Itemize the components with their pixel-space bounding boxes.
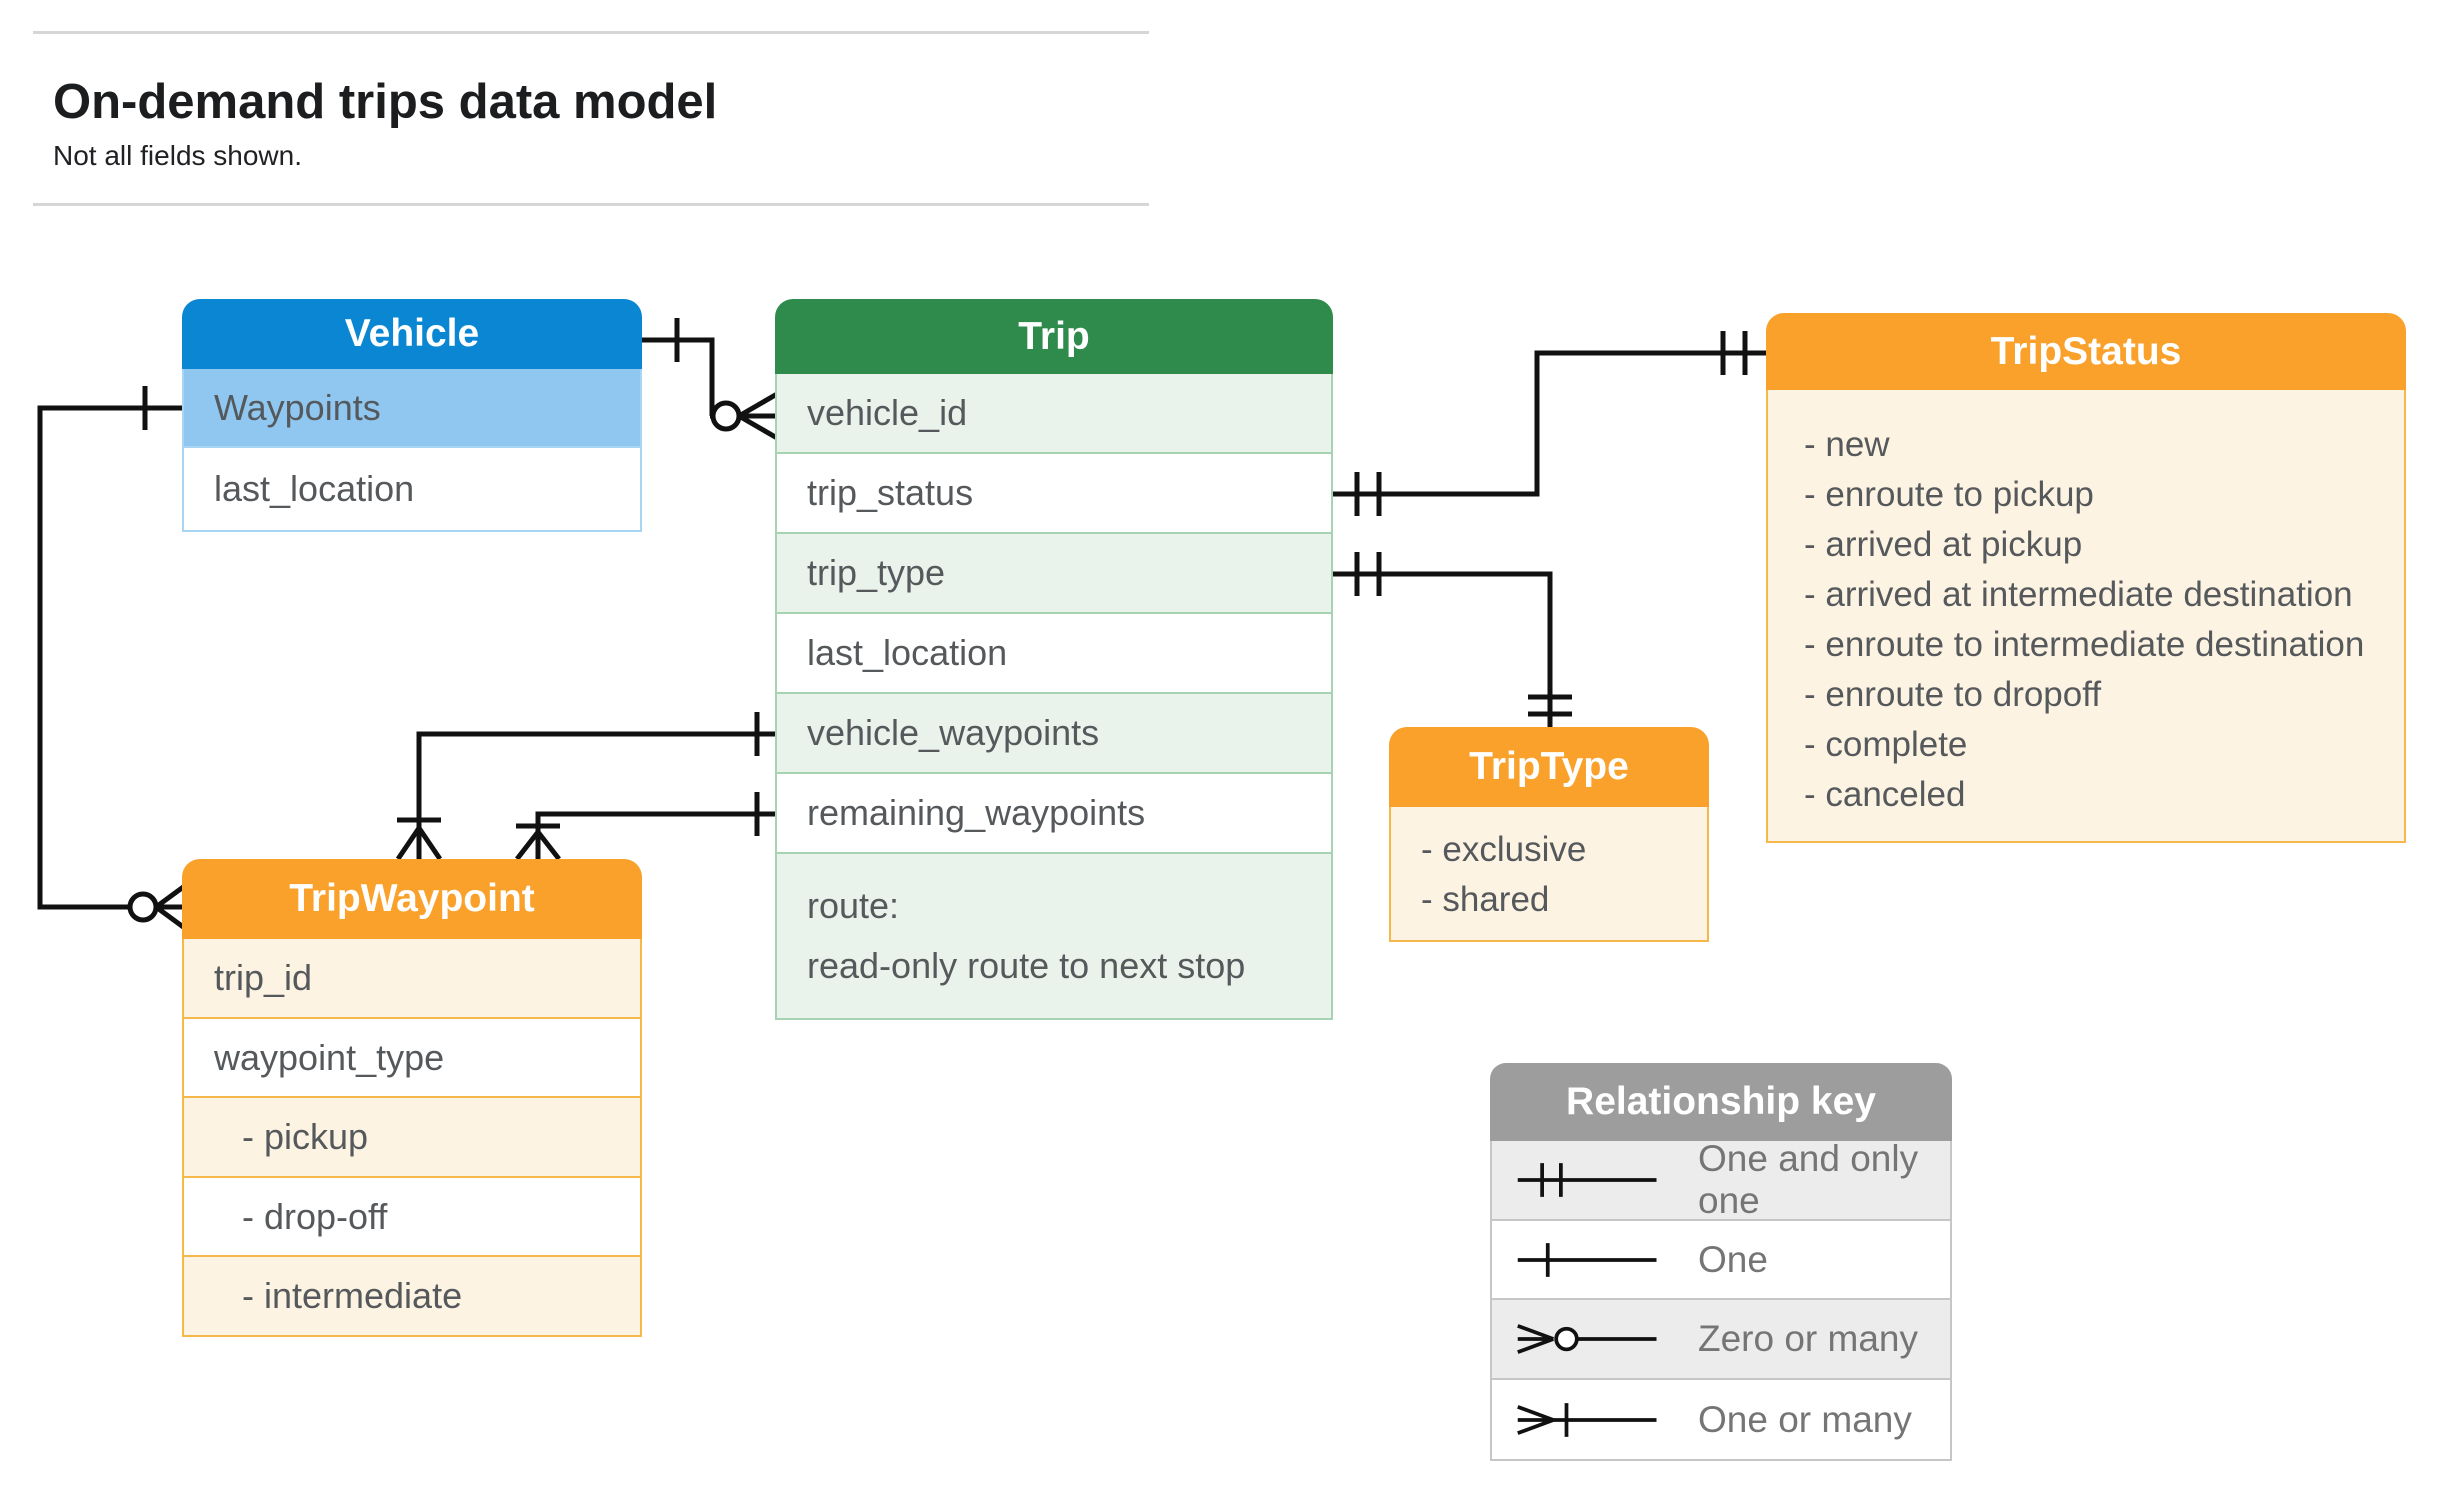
status-enroute-to-intermediate-destination: - enroute to intermediate destination xyxy=(1804,625,2365,664)
route-description: read-only route to next stop xyxy=(807,945,1246,986)
field-vehicle-id: vehicle_id xyxy=(775,374,1333,454)
zero-circle xyxy=(127,891,159,923)
entity-triptype-header: TripType xyxy=(1389,727,1709,807)
crow-foot xyxy=(737,391,779,441)
entity-tripwaypoint-header: TripWaypoint xyxy=(182,859,642,939)
status-enroute-to-pickup: - enroute to pickup xyxy=(1804,475,2094,514)
crow-foot xyxy=(515,830,561,861)
relationship-key: Relationship key One and only one One xyxy=(1490,1063,1952,1461)
field-last-location: last_location xyxy=(775,614,1333,694)
legend-row-one-and-only-one: One and only one xyxy=(1490,1138,1952,1221)
connector-vehicle-trip xyxy=(642,318,779,441)
status-arrived-at-pickup: - arrived at pickup xyxy=(1804,525,2083,564)
triptype-exclusive: - exclusive xyxy=(1421,830,1587,869)
one-and-only-one-icon xyxy=(1517,1163,1657,1197)
crow-foot xyxy=(154,882,188,932)
field-trip-id: trip_id xyxy=(182,939,642,1019)
waypoint-type-pickup: - pickup xyxy=(182,1098,642,1178)
field-trip-type: trip_type xyxy=(775,534,1333,614)
legend-label: One or many xyxy=(1698,1398,1912,1440)
legend-label: One and only one xyxy=(1698,1138,1919,1221)
field-last-location: last_location xyxy=(182,448,642,532)
waypoint-type-intermediate: - intermediate xyxy=(182,1257,642,1337)
relationship-key-header: Relationship key xyxy=(1490,1063,1952,1141)
legend-row-zero-or-many: Zero or many xyxy=(1490,1300,1952,1380)
field-route: route: read-only route to next stop xyxy=(775,854,1333,1020)
connector-triptype xyxy=(1333,552,1572,727)
entity-trip: Trip vehicle_id trip_status trip_type la… xyxy=(775,299,1333,1020)
zero-or-many-icon xyxy=(1517,1324,1657,1354)
entity-tripstatus-header: TripStatus xyxy=(1766,313,2406,390)
field-waypoints: Waypoints xyxy=(182,369,642,448)
crow-foot xyxy=(395,826,443,861)
waypoint-type-drop-off: - drop-off xyxy=(182,1178,642,1257)
status-arrived-at-intermediate-destination: - arrived at intermediate destination xyxy=(1804,575,2353,614)
field-waypoint-type: waypoint_type xyxy=(182,1019,642,1098)
divider-bottom xyxy=(33,203,1149,206)
zero-circle xyxy=(710,400,742,432)
legend-label: One xyxy=(1698,1238,1768,1280)
entity-trip-header: Trip xyxy=(775,299,1333,374)
field-vehicle-waypoints: vehicle_waypoints xyxy=(775,694,1333,774)
connector-tripstatus xyxy=(1333,331,1766,516)
connector-vehicle-waypoints xyxy=(395,712,775,861)
status-canceled: - canceled xyxy=(1804,775,1966,814)
field-trip-status: trip_status xyxy=(775,454,1333,534)
entity-tripstatus: TripStatus - new - enroute to pickup - a… xyxy=(1766,313,2406,843)
one-icon xyxy=(1517,1242,1657,1277)
connector-waypoints-tripwaypoint xyxy=(37,386,188,932)
route-label: route: xyxy=(807,885,900,926)
entity-vehicle: Vehicle Waypoints last_location xyxy=(182,299,642,532)
page-title: On-demand trips data model xyxy=(53,75,718,129)
one-or-many-icon xyxy=(1517,1402,1657,1437)
status-new: - new xyxy=(1804,425,1890,464)
legend-row-one-or-many: One or many xyxy=(1490,1380,1952,1461)
legend-row-one: One xyxy=(1490,1221,1952,1300)
legend-label: Zero or many xyxy=(1698,1318,1919,1359)
triptype-shared: - shared xyxy=(1421,880,1550,919)
entity-vehicle-header: Vehicle xyxy=(182,299,642,369)
status-complete: - complete xyxy=(1804,725,1968,764)
connector-remaining-waypoints xyxy=(515,792,775,861)
divider-top xyxy=(33,31,1149,34)
status-enroute-to-dropoff: - enroute to dropoff xyxy=(1804,675,2102,714)
field-remaining-waypoints: remaining_waypoints xyxy=(775,774,1333,854)
entity-tripwaypoint: TripWaypoint trip_id waypoint_type - pic… xyxy=(182,859,642,1337)
page-subtitle: Not all fields shown. xyxy=(53,140,303,171)
entity-triptype: TripType - exclusive - shared xyxy=(1389,727,1709,942)
